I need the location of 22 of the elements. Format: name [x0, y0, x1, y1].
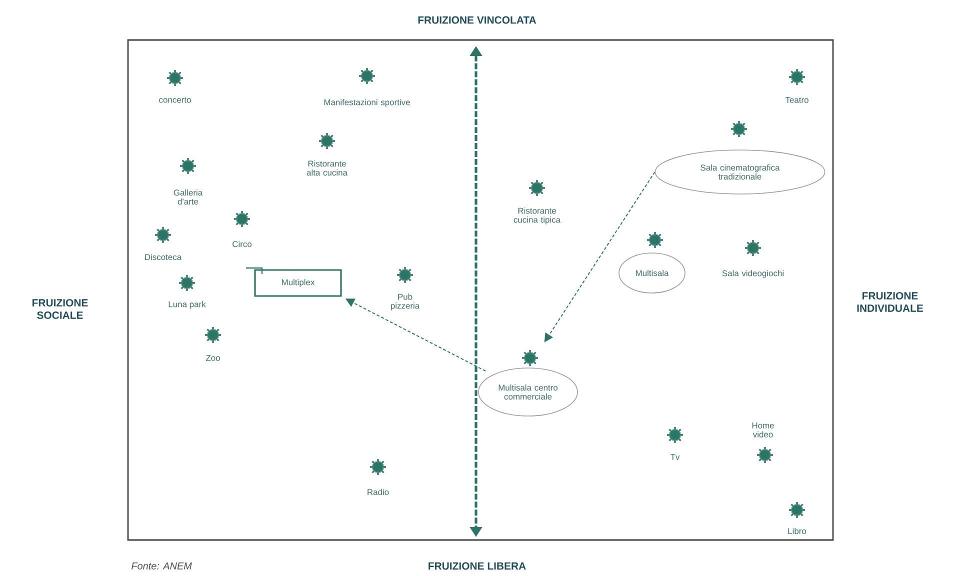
- point-label: Discoteca: [145, 254, 182, 260]
- axis-label: FRUIZIONE INDIVIDUALE: [857, 292, 923, 312]
- axis-label: FRUIZIONE SOCIALE: [32, 299, 88, 319]
- highlight-box: Multiplex: [254, 269, 342, 297]
- point-label: Circo: [232, 240, 252, 248]
- caption: Fonte: ANEM: [132, 562, 192, 570]
- point-label: Manifestazioni sportive: [324, 99, 410, 107]
- point-label: Galleria d'arte: [174, 189, 203, 205]
- point-label: Zoo: [206, 355, 220, 361]
- point-label: Luna park: [168, 301, 206, 309]
- point-label: Home video: [752, 422, 774, 438]
- point-label: Pub pizzeria: [390, 294, 420, 310]
- point-label: Libro: [788, 528, 806, 534]
- point-label: Sala videogiochi: [722, 270, 784, 278]
- point-label: Tv: [670, 454, 680, 460]
- axis-label: FRUIZIONE LIBERA: [428, 562, 526, 570]
- axis-label: FRUIZIONE VINCOLATA: [418, 16, 536, 24]
- point-label: Ristorante cucina tipica: [514, 208, 561, 224]
- point-label: Teatro: [785, 97, 808, 103]
- point-label: concerto: [159, 97, 191, 103]
- point-label: Radio: [368, 488, 389, 496]
- point-label: Ristorante alta cucina: [306, 160, 348, 176]
